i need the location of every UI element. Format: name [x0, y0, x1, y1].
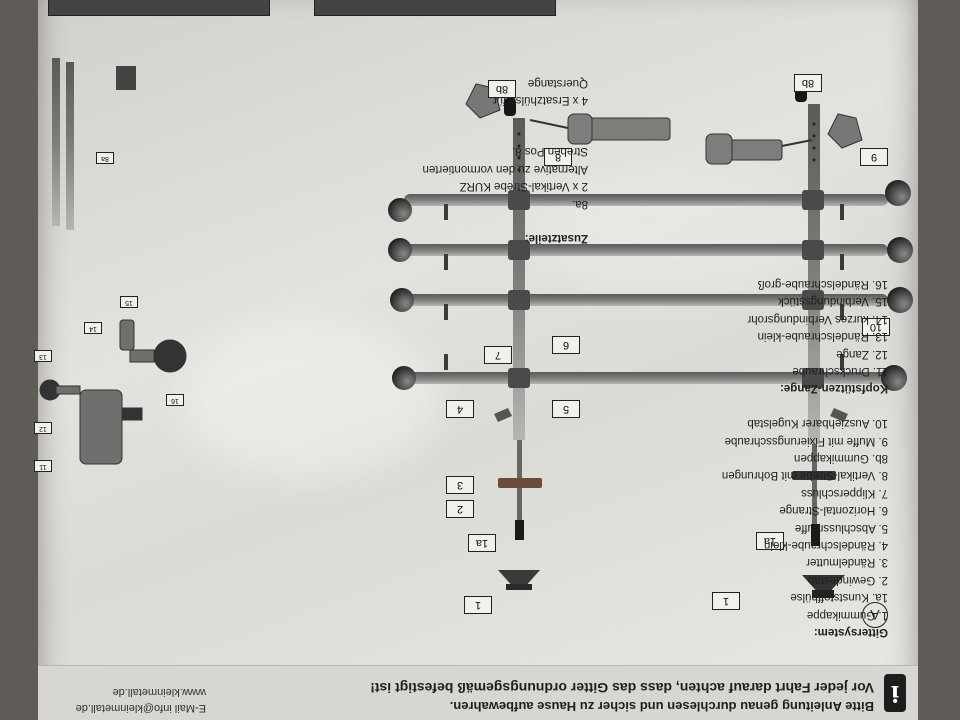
parts-item: 1. Gummikappe — [806, 608, 888, 621]
spare-strut-2 — [52, 58, 60, 226]
label-4: 4 — [446, 400, 474, 418]
rubber-cap-right — [504, 98, 516, 116]
parts-item: 6. Horizontal-Strange — [779, 504, 888, 517]
illustration-box — [314, 0, 556, 16]
extras-heading: Zusatzteile: — [524, 232, 588, 244]
suction-cup-left-top — [812, 590, 834, 598]
parts-item: 5. Abschlussmuffe — [794, 521, 888, 534]
clamp-item: 12. Zange — [836, 347, 888, 360]
parts-item: 9. Muffe mit Fixierungsschraube — [724, 434, 888, 447]
parts-item: 4. Rändelschraube-klein — [763, 538, 888, 551]
parts-item: 7. Klipperschluss — [801, 486, 888, 499]
label-2: 2 — [446, 500, 474, 518]
knurled-nut-right — [498, 478, 542, 488]
label-15: 15 — [120, 296, 138, 308]
label-13: 13 — [34, 350, 52, 362]
parts-item: 8b. Gummikappen — [794, 451, 888, 464]
parts-item: 3. Rändelmutter — [806, 556, 888, 569]
label-9: 9 — [860, 148, 888, 166]
label-11: 11 — [34, 460, 52, 472]
extras-item: 8a. — [572, 197, 588, 210]
sleeve-right — [515, 520, 524, 540]
parts-item: 2. Gewindestab — [808, 573, 888, 586]
clamp-item: 15. Verbindungsstück — [778, 295, 888, 308]
label-14: 14 — [84, 322, 102, 334]
end-sleeve-knob — [830, 408, 848, 422]
bar-end-balls — [388, 180, 913, 391]
knurled-nut-left — [792, 471, 836, 480]
illustration-box — [48, 0, 270, 16]
extras-item: 4 x Ersatzhülse für — [492, 93, 588, 106]
extras-item: 2 x Vertikal-Strebe KURZ — [459, 180, 588, 193]
label-8a: 8a — [96, 152, 114, 164]
label-5: 5 — [552, 400, 580, 418]
label-3: 3 — [446, 476, 474, 494]
extras-item: Alternative zu den vormontierten — [422, 162, 588, 175]
parts-item: 8. Vertikal-Strebe mit Bohrungen — [721, 469, 888, 482]
suction-cup-left — [802, 575, 845, 595]
parts-heading: Gittersystem: — [813, 626, 888, 638]
end-sleeve-knob — [494, 408, 512, 422]
label-1: 1 — [464, 596, 492, 614]
extras-item: Streben Pos 8. — [511, 145, 588, 158]
parts-item: 1a. Kunststoffhülse — [790, 591, 888, 604]
spare-sleeve — [116, 66, 136, 90]
label-1a: 1a — [468, 534, 496, 552]
parts-list: Gittersystem: 1. Gummikappe 1a. Kunststo… — [588, 274, 888, 640]
strut-holes — [517, 122, 816, 172]
clamp-heading: Kopfstützen-Zange: — [780, 382, 888, 395]
suction-cup-right — [498, 570, 540, 588]
headrest-clamp-detail — [39, 319, 187, 465]
vertical-strut-left — [808, 104, 820, 444]
extras-item: Querstange — [527, 76, 588, 89]
sleeve-clamps — [508, 190, 824, 388]
headrest-clamp-left — [705, 113, 863, 165]
clamp-item: 14. kurzes Verbindungsrohr — [747, 312, 888, 325]
clamp-item: 16. Rändelschraube-groß — [757, 277, 888, 290]
threaded-rod-left — [812, 444, 817, 524]
extras-list: Zusatzteile: 8a. 2 x Vertikal-Strebe KUR… — [422, 73, 588, 246]
sleeve-left — [811, 524, 820, 546]
suction-cup-right-top — [506, 584, 532, 590]
spare-strut-1 — [66, 62, 74, 230]
label-7: 7 — [484, 346, 512, 364]
clamp-item: 13. Rändelschraube-klein — [757, 330, 888, 343]
fixing-screws — [444, 204, 844, 370]
label-12: 12 — [34, 422, 52, 434]
label-8b: 8b — [794, 74, 822, 92]
clamp-item: 11. Druckschraube — [792, 364, 888, 377]
parts-item: 10. Ausziehbarer Kugelstab — [747, 417, 888, 430]
label-6: 6 — [552, 336, 580, 354]
label-16: 16 — [166, 394, 184, 406]
